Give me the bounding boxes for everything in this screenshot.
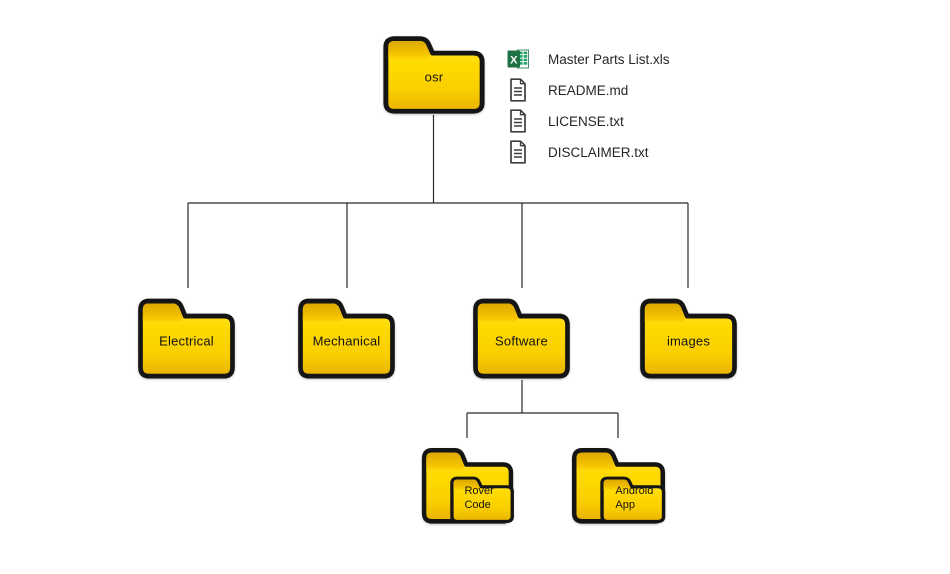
- file-name: README.md: [548, 82, 629, 98]
- folder-rover-code: Rover Code: [417, 437, 518, 525]
- folder-icon: [138, 298, 235, 379]
- folder-images: images: [635, 287, 742, 380]
- subfolder-icon: [450, 476, 514, 523]
- file-row: README.md: [505, 77, 628, 103]
- file-name: Master Parts List.xls: [548, 51, 670, 67]
- file-row: DISCLAIMER.txt: [505, 139, 649, 165]
- svg-text:X: X: [510, 54, 518, 66]
- text-document-icon: [505, 77, 531, 103]
- excel-file-icon: X: [505, 46, 531, 72]
- folder-icon: [640, 298, 737, 379]
- file-name: DISCLAIMER.txt: [548, 144, 649, 160]
- folder-label: Mechanical: [312, 333, 381, 349]
- folder-icon: [383, 36, 485, 114]
- subfolder-icon: [600, 476, 666, 523]
- folder-icon: [473, 298, 570, 379]
- folder-mechanical: Mechanical: [293, 287, 400, 380]
- folder-software: Software: [468, 287, 575, 380]
- file-row: LICENSE.txt: [505, 108, 624, 134]
- text-document-icon: [505, 139, 531, 165]
- folder-osr: osr: [378, 25, 490, 115]
- folder-android-app: Android App: [567, 437, 670, 525]
- folder-label: Electrical: [159, 333, 214, 349]
- folder-label: Android App: [615, 485, 654, 511]
- folder-label: images: [666, 333, 711, 349]
- folder-electrical: Electrical: [133, 287, 240, 380]
- folder-icon: [298, 298, 395, 379]
- folder-label: osr: [424, 69, 444, 85]
- file-name: LICENSE.txt: [548, 113, 624, 129]
- folder-label: Software: [495, 333, 548, 349]
- text-document-icon: [505, 108, 531, 134]
- file-row: X Master Parts List.xls: [505, 46, 670, 72]
- folder-label: Rover Code: [464, 485, 494, 511]
